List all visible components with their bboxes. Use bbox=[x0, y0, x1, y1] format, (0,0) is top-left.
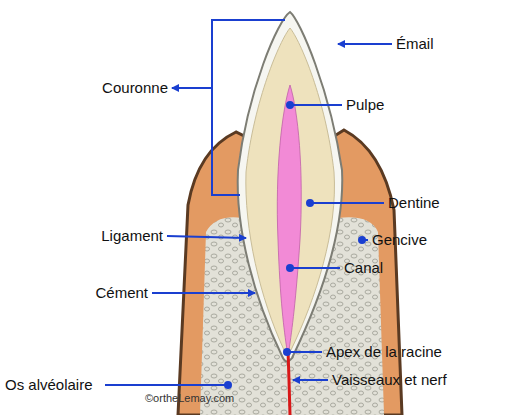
leader-line bbox=[287, 351, 322, 353]
leader-dot bbox=[283, 348, 291, 356]
part-label: Vaisseaux et nerf bbox=[332, 371, 447, 389]
leader-line bbox=[152, 292, 255, 294]
pulp bbox=[277, 85, 301, 350]
leader-line bbox=[172, 87, 212, 89]
part-label: Canal bbox=[344, 259, 383, 277]
part-label: Cément bbox=[95, 284, 148, 302]
tooth-outline bbox=[238, 12, 343, 362]
leader-line bbox=[293, 379, 328, 381]
leader-line bbox=[105, 384, 228, 386]
part-label: Gencive bbox=[372, 231, 427, 249]
leader-dot bbox=[286, 264, 294, 272]
dentine bbox=[246, 28, 335, 353]
leader-line bbox=[290, 104, 342, 106]
nerve-vessel bbox=[288, 350, 290, 415]
leader-dot bbox=[286, 101, 294, 109]
leader-line bbox=[338, 43, 392, 45]
part-label: Pulpe bbox=[346, 96, 384, 114]
part-label: Os alvéolaire bbox=[5, 376, 93, 394]
part-label: Dentine bbox=[388, 194, 440, 212]
part-label: Couronne bbox=[102, 79, 168, 97]
leader-line bbox=[167, 236, 246, 238]
part-label: Apex de la racine bbox=[326, 343, 442, 361]
leader-line bbox=[310, 202, 384, 204]
watermark: ©ortheLemay.com bbox=[145, 392, 234, 405]
leader-dot bbox=[358, 236, 366, 244]
leader-dot bbox=[224, 381, 232, 389]
leader-line bbox=[290, 267, 340, 269]
leader-dot bbox=[306, 199, 314, 207]
part-label: Ligament bbox=[101, 227, 163, 245]
crown-bracket bbox=[212, 20, 285, 195]
part-label: Émail bbox=[396, 35, 434, 53]
